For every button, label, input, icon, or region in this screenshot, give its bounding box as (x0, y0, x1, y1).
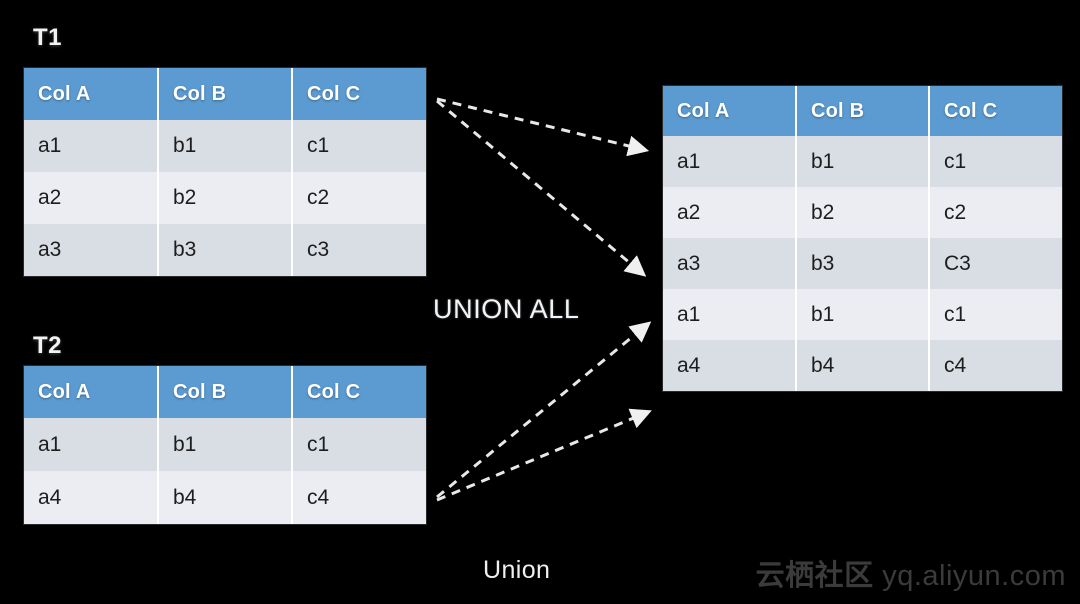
cell: a4 (663, 340, 797, 391)
table-row: a3 b3 c3 (24, 224, 426, 276)
cell: c2 (292, 172, 426, 224)
table-t1-label: T1 (33, 24, 63, 51)
table-header-row: Col A Col B Col C (24, 68, 426, 120)
table-row: a2 b2 c2 (663, 187, 1062, 238)
column-header-col-a: Col A (663, 86, 797, 136)
cell: b2 (158, 172, 293, 224)
cell: a3 (663, 238, 797, 289)
cell: c2 (929, 187, 1062, 238)
column-header-col-c: Col C (292, 68, 426, 120)
table-header-row: Col A Col B Col C (24, 366, 426, 418)
cell: b4 (158, 471, 293, 524)
column-header-col-a: Col A (24, 68, 159, 120)
cell: a1 (663, 136, 797, 187)
table-row: a1 b1 c1 (663, 136, 1062, 187)
arrow-t1-to-result-row1 (436, 97, 650, 157)
table-row: a2 b2 c2 (24, 172, 426, 224)
column-header-col-c: Col C (292, 366, 426, 418)
cell: b3 (158, 224, 293, 276)
column-header-col-c: Col C (929, 86, 1062, 136)
union-all-label: UNION ALL (433, 294, 580, 324)
column-header-col-a: Col A (24, 366, 159, 418)
watermark: 云栖社区 yq.aliyun.com (756, 552, 1066, 594)
cell: b4 (796, 340, 930, 391)
watermark-url: yq.aliyun.com (882, 560, 1066, 592)
arrow-t2-to-result-row5 (436, 408, 652, 502)
table-row: a1 b1 c1 (24, 418, 426, 471)
cell: c4 (929, 340, 1062, 391)
cell: a1 (24, 418, 159, 471)
table-row: a4 b4 c4 (663, 340, 1062, 391)
cell: c1 (292, 120, 426, 172)
cell: c1 (929, 136, 1062, 187)
column-header-col-b: Col B (158, 68, 293, 120)
cell: b1 (158, 120, 293, 172)
cell: b1 (796, 289, 930, 340)
cell: a2 (24, 172, 159, 224)
table-result: Col A Col B Col C a1 b1 c1 a2 b2 c2 a3 b… (663, 86, 1062, 391)
table-t1: Col A Col B Col C a1 b1 c1 a2 b2 c2 a3 b… (24, 68, 426, 276)
table-t2-label: T2 (33, 332, 63, 359)
cell: b3 (796, 238, 930, 289)
arrow-t2-to-result-row4 (436, 321, 652, 499)
watermark-brand: 云栖社区 (755, 560, 874, 592)
arrow-t1-to-result-row3 (436, 99, 647, 277)
cell: a4 (24, 471, 159, 524)
table-row: a1 b1 c1 (24, 120, 426, 172)
cell: a3 (24, 224, 159, 276)
table-t2: Col A Col B Col C a1 b1 c1 a4 b4 c4 (24, 366, 426, 524)
cell: b1 (158, 418, 293, 471)
cell: c4 (292, 471, 426, 524)
cell: c3 (292, 224, 426, 276)
union-label: Union (483, 556, 551, 584)
column-header-col-b: Col B (158, 366, 293, 418)
table-row: a1 b1 c1 (663, 289, 1062, 340)
table-header-row: Col A Col B Col C (663, 86, 1062, 136)
cell: C3 (929, 238, 1062, 289)
cell: a1 (24, 120, 159, 172)
column-header-col-b: Col B (796, 86, 930, 136)
cell: b2 (796, 187, 930, 238)
table-row: a3 b3 C3 (663, 238, 1062, 289)
cell: a2 (663, 187, 797, 238)
cell: b1 (796, 136, 930, 187)
cell: a1 (663, 289, 797, 340)
cell: c1 (292, 418, 426, 471)
table-row: a4 b4 c4 (24, 471, 426, 524)
cell: c1 (929, 289, 1062, 340)
